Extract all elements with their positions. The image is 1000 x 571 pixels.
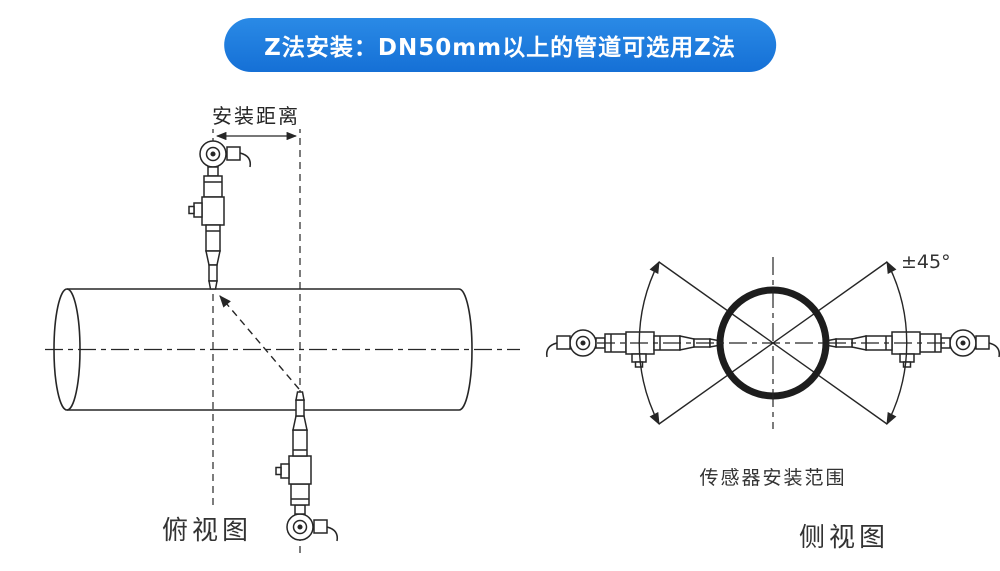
sensor-range-label: 传感器安装范围	[699, 463, 847, 490]
sensor-side-left-cable-connector	[556, 335, 571, 350]
sensor-side-left	[545, 329, 719, 368]
sensor-upstream-cable-connector	[226, 146, 241, 161]
sensor-side-right-cable-connector	[975, 335, 990, 350]
sensor-upstream	[188, 140, 252, 290]
installation-distance-label: 安装距离	[209, 100, 303, 129]
sensor-downstream	[275, 391, 339, 542]
top-view-drawing	[45, 100, 520, 556]
pipe-end-right	[458, 288, 473, 411]
angle-range-label: ±45°	[901, 251, 951, 273]
sensor-side-left-body	[569, 329, 719, 368]
title-text: Z法安装：DN50mm以上的管道可选用Z法	[264, 35, 736, 61]
sensor-downstream-body	[275, 391, 314, 541]
top-view-caption: 俯视图	[161, 510, 253, 547]
sensor-side-right-body	[827, 329, 977, 368]
title-banner: Z法安装：DN50mm以上的管道可选用Z法	[224, 18, 776, 72]
sensor-side-left-cable	[545, 342, 558, 358]
sensor-downstream-cable-connector	[313, 519, 328, 534]
sensor-side-right-cable	[988, 342, 1000, 358]
sensor-side-right	[827, 329, 1000, 368]
pipe-top-view	[45, 288, 520, 411]
side-view-caption: 侧视图	[798, 517, 890, 554]
sensor-upstream-cable	[239, 152, 252, 168]
sensor-upstream-body	[188, 140, 227, 290]
sensor-downstream-cable	[326, 526, 339, 542]
side-view-drawing	[545, 257, 1000, 429]
ultrasonic-beam-arrow	[219, 295, 300, 390]
